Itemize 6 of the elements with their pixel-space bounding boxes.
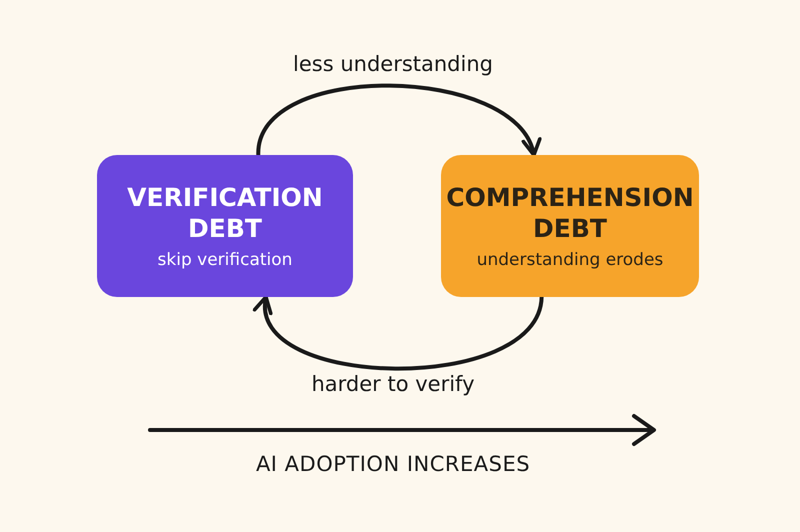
box-title: VERIFICATION DEBT <box>126 182 324 244</box>
box-title: COMPREHENSION DEBT <box>446 182 694 244</box>
box-subtitle: understanding erodes <box>476 250 664 270</box>
process-box <box>97 155 353 297</box>
box-subtitle: skip verification <box>158 250 292 270</box>
process-box <box>441 155 699 297</box>
